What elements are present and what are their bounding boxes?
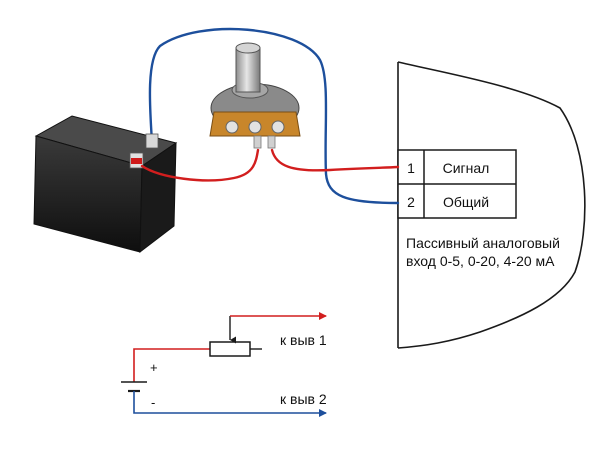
pot-lead-right [267,135,276,149]
pot-pin-right [271,120,285,134]
pot-shaft-top [235,42,261,54]
terminal-1-name: Сигнал [443,160,490,176]
schematic-resistor [209,341,251,357]
device-outline [397,61,586,349]
terminal-block: 1 Сигнал 2 Общий [397,149,517,219]
battery-terminal-minus [145,133,159,149]
device-description-line2: вход 0-5, 0-20, 4-20 мА [406,253,555,269]
potentiometer-photo-icon [209,42,301,149]
terminal-1-number: 1 [407,160,415,176]
common-wire-blue [148,27,400,205]
pot-shaft [235,47,261,93]
schematic-to-pin1-label: к выв 1 [280,332,327,348]
schematic-minus-label: - [151,395,155,410]
schematic-minus-rail [133,391,327,417]
pot-pin-middle [248,120,262,134]
terminal-2-number: 2 [407,194,415,210]
terminal-2-name: Общий [443,194,489,210]
battery-photo-icon [33,115,178,254]
pot-pin-left [225,120,239,134]
schematic-plus-label: + [150,360,158,375]
signal-wire-red [270,148,400,172]
pot-lead-left [253,135,262,149]
schematic: + - к выв 1 к выв 2 [121,312,327,417]
schematic-plus-rail [133,348,210,382]
device-description-line1: Пассивный аналоговый [406,235,560,251]
plus-wire-red [140,148,260,182]
schematic-to-pin2-label: к выв 2 [280,391,327,407]
battery-plus-marking [131,158,142,164]
